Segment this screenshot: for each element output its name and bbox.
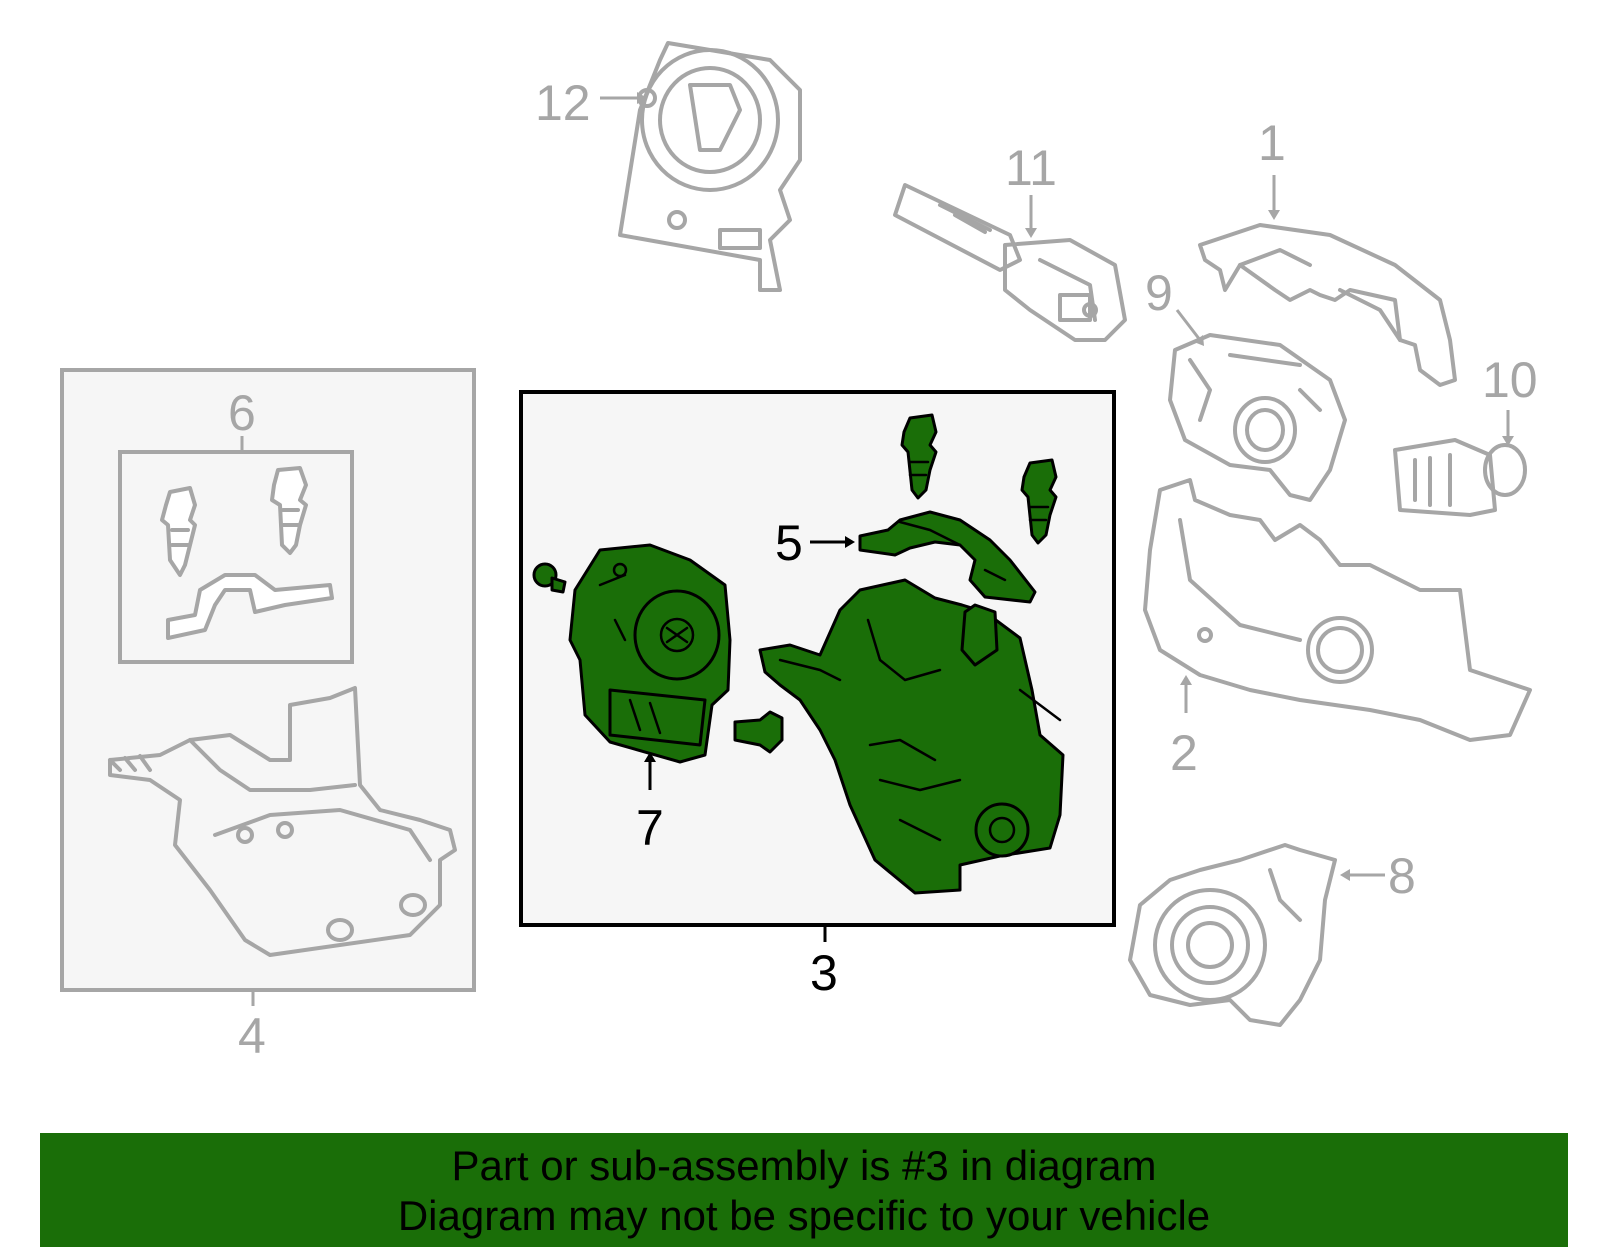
callout-6: 6 <box>228 385 256 441</box>
part-12-clock-spring[interactable] <box>618 41 802 292</box>
callout-1-arrow <box>1268 175 1280 220</box>
callout-2: 2 <box>1170 725 1198 781</box>
callout-8: 8 <box>1388 848 1416 904</box>
banner-line-2: Diagram may not be specific to your vehi… <box>397 1192 1211 1239</box>
callout-12: 12 <box>535 75 591 131</box>
part-8-key-cylinder-cover[interactable] <box>1128 843 1337 1027</box>
part-1-upper-cover[interactable] <box>1198 223 1457 387</box>
callout-11: 11 <box>1005 140 1057 196</box>
callout-3[interactable]: 3 <box>810 945 838 1001</box>
part-3-bolts[interactable] <box>532 413 1058 754</box>
callout-4: 4 <box>238 1008 266 1064</box>
callout-5: 5 <box>775 515 803 571</box>
part-6-bolts-and-bracket[interactable] <box>160 466 334 640</box>
part-11-combination-switch[interactable] <box>893 183 1127 342</box>
callout-9: 9 <box>1145 265 1173 321</box>
part-3-lock-housing[interactable] <box>758 578 1065 895</box>
callout-12-arrow <box>600 92 647 104</box>
part-10-switch[interactable] <box>1393 438 1527 517</box>
part-9-switch-body[interactable] <box>1168 333 1347 502</box>
callout-9-arrow <box>1175 309 1204 346</box>
callout-10: 10 <box>1482 352 1538 408</box>
callout-7-arrow <box>644 752 656 790</box>
part-4-steering-lock-housing[interactable] <box>108 686 457 957</box>
info-banner: Part or sub-assembly is #3 in diagram Di… <box>40 1133 1568 1247</box>
part-5-bracket[interactable] <box>858 510 1037 604</box>
callout-8-arrow <box>1340 869 1385 881</box>
callout-7: 7 <box>636 800 664 856</box>
callout-1: 1 <box>1258 115 1286 171</box>
part-7-ignition-switch-module[interactable] <box>568 543 732 764</box>
callout-2-arrow <box>1180 675 1192 713</box>
part-2-lower-cover[interactable] <box>1143 478 1532 742</box>
callout-11-arrow <box>1025 195 1037 238</box>
callout-10-arrow <box>1502 410 1514 446</box>
callout-5-arrow <box>810 536 855 548</box>
banner-line-1: Part or sub-assembly is #3 in diagram <box>451 1142 1157 1189</box>
box-6-frame <box>118 450 354 664</box>
